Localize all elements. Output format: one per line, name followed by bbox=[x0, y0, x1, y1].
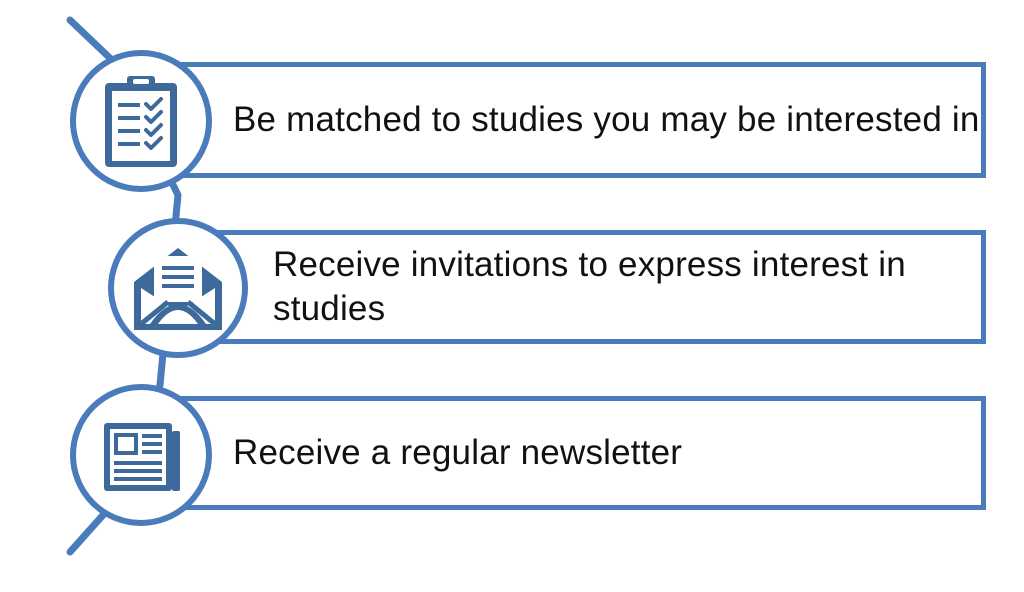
icon-circle bbox=[70, 384, 212, 526]
icon-circle bbox=[70, 50, 212, 192]
open-envelope-letter-icon bbox=[134, 248, 222, 330]
benefit-text: Receive invitations to express interest … bbox=[273, 245, 906, 328]
newspaper-icon bbox=[104, 423, 180, 491]
benefit-text: Receive a regular newsletter bbox=[233, 433, 683, 472]
benefit-box-newsletter: Receive a regular newsletter bbox=[150, 396, 986, 510]
clipboard-checklist-icon bbox=[105, 76, 177, 167]
benefit-box-invitations: Receive invitations to express interest … bbox=[190, 230, 986, 344]
icon-circle bbox=[108, 218, 248, 358]
benefit-text: Be matched to studies you may be interes… bbox=[233, 100, 980, 139]
benefit-box-matched: Be matched to studies you may be interes… bbox=[150, 62, 986, 178]
